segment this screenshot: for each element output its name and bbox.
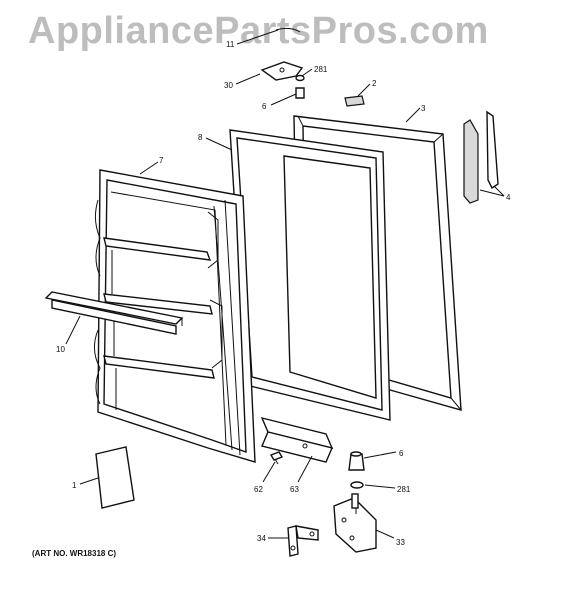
callout-1: 1: [72, 481, 77, 490]
part-62-screw: [269, 451, 284, 465]
callout-8: 8: [198, 133, 203, 142]
callout-281-bottom: 281: [397, 485, 411, 494]
part-4-door-stops: [463, 110, 499, 204]
callout-3: 3: [421, 104, 426, 113]
callout-11: 11: [226, 40, 235, 49]
callout-62: 62: [254, 485, 263, 494]
top-hinge-assembly: [260, 27, 305, 99]
art-number: (ART NO. WR18318 C): [32, 549, 117, 558]
callout-2: 2: [372, 79, 377, 88]
part-2-block: [344, 95, 365, 107]
part-34-hinge-plate: [287, 525, 319, 557]
callout-7: 7: [159, 156, 164, 165]
part-10-shelf-bar: [44, 291, 184, 335]
callout-63: 63: [290, 485, 299, 494]
callout-4: 4: [506, 193, 511, 202]
callout-281-top: 281: [314, 65, 328, 74]
part-33-bottom-hinge: [333, 493, 377, 553]
callout-6-top: 6: [262, 102, 267, 111]
part-1-sheet: [95, 446, 135, 509]
callout-34: 34: [257, 534, 266, 543]
watermark: AppliancePartsPros.com: [28, 10, 489, 52]
leader-lines: [65, 29, 505, 539]
callout-labels: 11 281 30 2 6 3 8 7 4 10 1 6 62 63 281 3…: [56, 40, 511, 547]
callout-30: 30: [224, 81, 233, 90]
callout-6-bottom: 6: [399, 449, 404, 458]
callout-10: 10: [56, 345, 65, 354]
lower-pin-and-washer: [348, 451, 365, 489]
callout-33: 33: [396, 538, 405, 547]
part-8-door-frame: [229, 129, 391, 421]
part-63-handle-bar: [260, 416, 334, 463]
